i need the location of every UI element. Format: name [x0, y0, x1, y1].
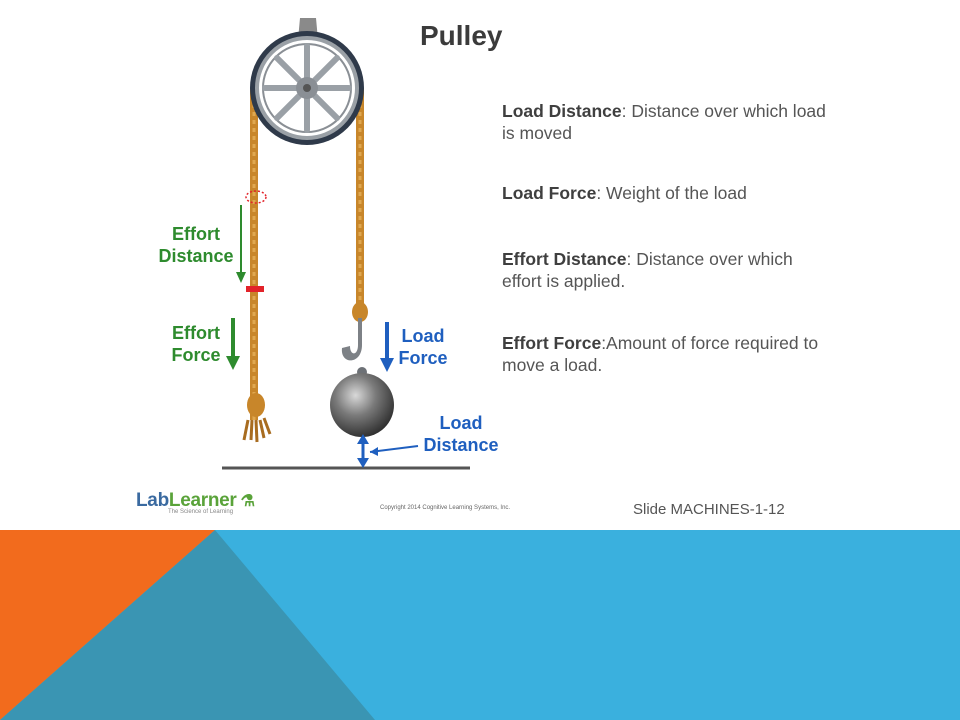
flask-icon: ⚗ — [236, 493, 255, 510]
rope-marker-start — [245, 190, 267, 204]
logo-tagline: The Science of Learning — [168, 509, 234, 515]
definition-effort-force: Effort Force:Amount of force required to… — [502, 333, 819, 375]
rope-frayed-end — [242, 417, 272, 443]
rope-marker — [246, 286, 264, 292]
pulley-diagram — [222, 18, 470, 470]
slide-title: Pulley — [420, 20, 503, 51]
lablearner-logo: LabLearner ⚗ — [136, 490, 255, 511]
hook — [341, 318, 362, 361]
definition-load-force: Load Force: Weight of the load — [502, 183, 747, 203]
definition-effort-distance: Effort Distance: Distance over which eff… — [502, 249, 793, 291]
definition-load-distance: Load Distance: Distance over which load … — [502, 101, 826, 143]
rope-knot-left — [247, 393, 265, 417]
slide-id: Slide MACHINES-1-12 — [633, 501, 785, 518]
slide-decorative-band — [0, 530, 960, 720]
pulley-wheel — [250, 31, 364, 145]
copyright-text: Copyright 2014 Cognitive Learning System… — [380, 505, 511, 511]
rope-knot-right — [352, 302, 368, 322]
load-ball — [330, 373, 394, 437]
